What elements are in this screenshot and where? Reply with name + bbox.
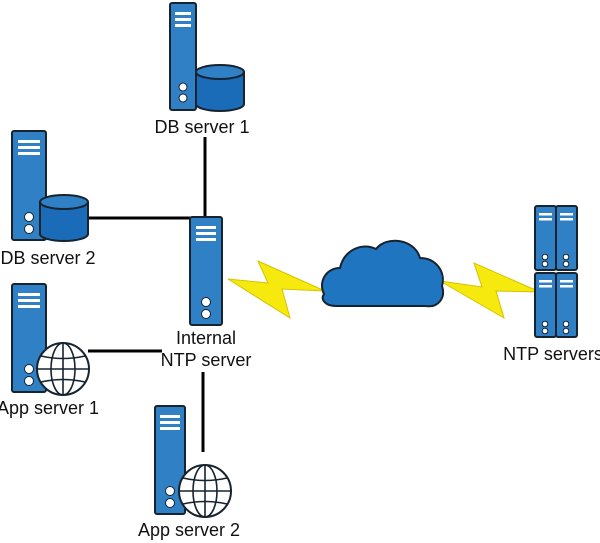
- db-server-1: DB server 1: [154, 2, 250, 137]
- globe-icon: [36, 342, 90, 396]
- db-server-2-label: DB server 2: [0, 248, 95, 268]
- connections: [88, 137, 207, 452]
- internal-ntp-label-line2: NTP server: [161, 350, 252, 370]
- app-server-2: App server 2: [138, 405, 240, 540]
- ntp-servers-label: NTP servers: [503, 344, 600, 364]
- app-server-1-label: App server 1: [0, 398, 99, 418]
- lightning-bolt-icon: [227, 260, 326, 320]
- ntp-servers: NTP servers: [503, 205, 600, 364]
- server-icon: [154, 405, 186, 515]
- database-icon: [39, 194, 89, 242]
- lightning-bolt-icon: [439, 262, 541, 320]
- server-icon: [11, 130, 47, 241]
- app-server-2-label: App server 2: [138, 520, 240, 540]
- server-rack-icon: [534, 205, 578, 338]
- internal-ntp-label-line1: Internal: [176, 328, 236, 348]
- db-server-1-label: DB server 1: [154, 117, 249, 137]
- server-icon: [189, 216, 223, 326]
- app-server-1: App server 1: [0, 283, 99, 418]
- cloud-icon: [321, 239, 444, 308]
- db-server-2: DB server 2: [0, 130, 96, 268]
- internal-ntp-server: Internal NTP server: [161, 216, 252, 370]
- globe-icon: [178, 464, 232, 518]
- server-icon: [169, 2, 197, 111]
- database-icon: [195, 64, 245, 112]
